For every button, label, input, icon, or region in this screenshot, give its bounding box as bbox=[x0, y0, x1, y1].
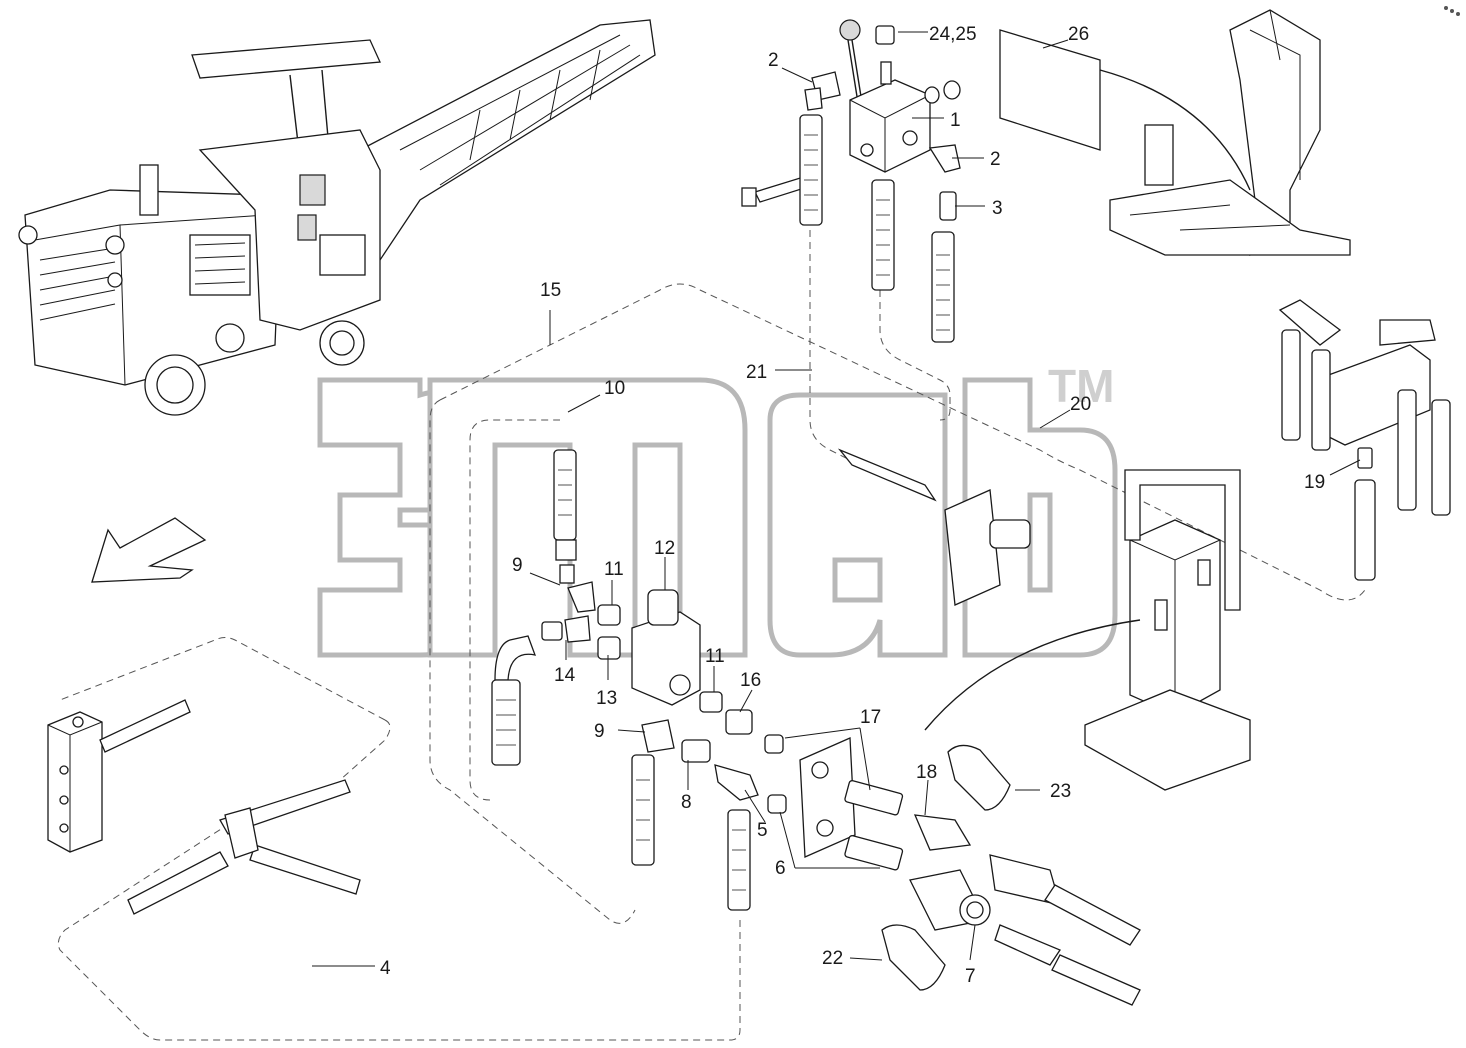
leader-lines bbox=[312, 31, 1361, 967]
callout-10: 10 bbox=[604, 378, 625, 399]
callout-24-25: 24,25 bbox=[929, 24, 977, 45]
watermark-trademark: TM bbox=[1048, 360, 1114, 412]
hose-routing-lines bbox=[57, 230, 1366, 1041]
control-valve-assembly bbox=[741, 19, 961, 343]
callout-6: 6 bbox=[775, 858, 786, 879]
fittings-center bbox=[491, 449, 787, 911]
callout-22: 22 bbox=[822, 948, 843, 969]
bulkhead-plate bbox=[799, 737, 904, 871]
coupling-upper bbox=[989, 519, 1031, 549]
callout-11-lower: 11 bbox=[705, 646, 725, 667]
mounting-column bbox=[924, 469, 1251, 791]
callout-4: 4 bbox=[380, 958, 391, 979]
callout-20: 20 bbox=[1070, 394, 1091, 415]
callout-23: 23 bbox=[1050, 781, 1071, 802]
decal-plate bbox=[999, 29, 1101, 151]
quick-couplings bbox=[881, 744, 1141, 1006]
callout-14: 14 bbox=[554, 665, 576, 686]
coupling-bracket-upper bbox=[944, 489, 1001, 606]
callout-8: 8 bbox=[681, 792, 692, 813]
callout-3: 3 bbox=[992, 198, 1003, 219]
corner-mark bbox=[1444, 6, 1460, 16]
callout-9-lower: 9 bbox=[594, 721, 605, 742]
watermark-logo: TM bbox=[317, 360, 1118, 658]
manifold-right bbox=[1278, 299, 1451, 581]
callout-11-upper: 11 bbox=[604, 559, 624, 580]
milling-machine-illustration bbox=[18, 19, 656, 416]
callout-12: 12 bbox=[654, 538, 675, 559]
frame-structure-top-right bbox=[1109, 9, 1351, 256]
callout-13: 13 bbox=[596, 688, 617, 709]
direction-arrow-icon bbox=[91, 517, 207, 583]
callout-2-top: 2 bbox=[768, 50, 779, 71]
callout-9-upper: 9 bbox=[512, 555, 523, 576]
callout-21: 21 bbox=[746, 362, 767, 383]
callout-16: 16 bbox=[740, 670, 761, 691]
callout-7: 7 bbox=[965, 966, 976, 987]
callout-19: 19 bbox=[1304, 472, 1325, 493]
callout-18: 18 bbox=[916, 762, 937, 783]
pointer-arrow-26 bbox=[1099, 69, 1251, 191]
distribution-block-left bbox=[47, 699, 361, 915]
callout-1: 1 bbox=[950, 110, 961, 131]
hose-21-end bbox=[837, 448, 937, 502]
callout-2-right: 2 bbox=[990, 149, 1001, 170]
callout-15: 15 bbox=[540, 280, 561, 301]
callout-labels: 1 2 2 3 4 5 6 7 8 9 9 10 11 11 12 13 14 … bbox=[380, 24, 1325, 987]
callout-5: 5 bbox=[757, 820, 768, 841]
callout-26: 26 bbox=[1068, 24, 1089, 45]
callout-17: 17 bbox=[860, 707, 881, 728]
